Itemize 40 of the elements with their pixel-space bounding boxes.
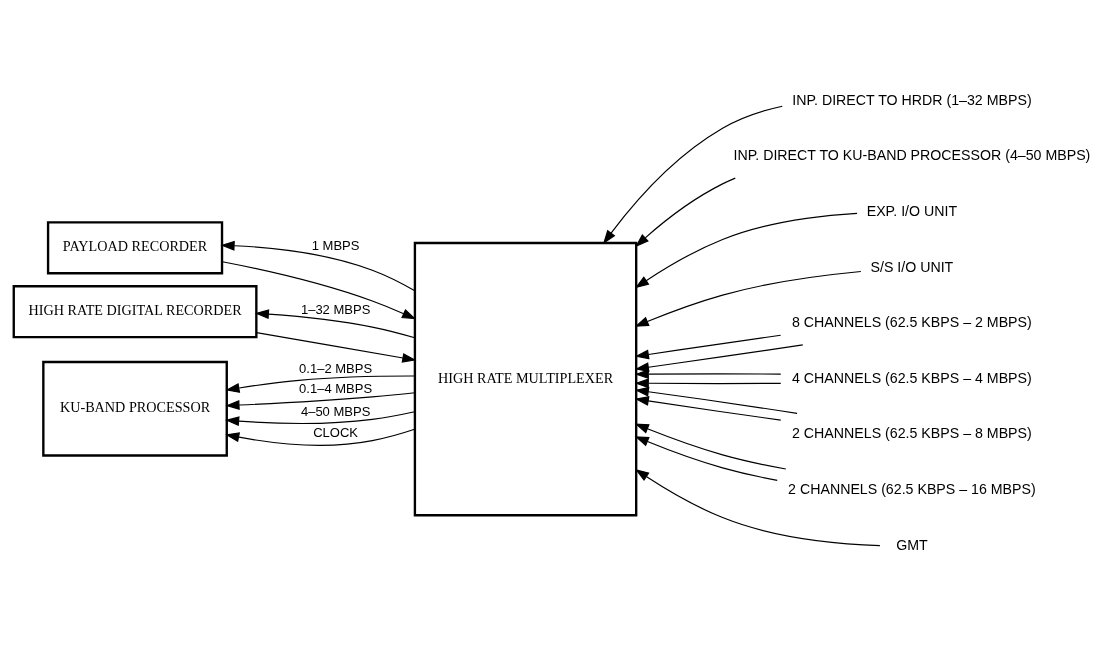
arrow (634, 212, 858, 288)
arrow (225, 410, 416, 426)
arrow (602, 105, 783, 244)
arrow (225, 391, 416, 410)
node-box: HIGH RATE DIGITAL RECORDER (12, 284, 258, 338)
arrow (254, 308, 416, 338)
arrow (634, 368, 782, 379)
arrow (634, 343, 804, 372)
node-text: INP. DIRECT TO KU-BAND PROCESSOR (4–50 MBPS) (733, 146, 1091, 163)
node-box: PAYLOAD RECORDER (46, 220, 224, 274)
arrow (634, 334, 782, 359)
node-text: EXP. I/O UNIT (866, 202, 958, 219)
arrow (225, 374, 416, 393)
node-text: S/S I/O UNIT (870, 258, 954, 275)
arrow (634, 377, 782, 388)
arrow (634, 423, 787, 470)
node-text: GMT (896, 536, 928, 553)
edge-label: CLOCK (313, 424, 359, 440)
node-box: KU-BAND PROCESSOR (42, 360, 228, 457)
arrow (634, 386, 798, 414)
arrow (255, 331, 417, 363)
arrow (634, 468, 881, 546)
node-text: 8 CHANNELS (62.5 KBPS – 2 MBPS) (792, 313, 1032, 330)
arrow (220, 240, 416, 291)
node-box: HIGH RATE MULTIPLEXER (413, 241, 638, 516)
arrow (221, 260, 417, 319)
arrow (634, 395, 782, 421)
edge-label: 0.1–2 MBPS (299, 360, 373, 376)
arrow (225, 428, 416, 446)
arrow (634, 435, 778, 481)
node-text: 4 CHANNELS (62.5 KBPS – 4 MBPS) (792, 369, 1032, 386)
node-text: 2 CHANNELS (62.5 KBPS – 16 MBPS) (788, 480, 1036, 497)
edge-label: 0.1–4 MBPS (299, 380, 373, 396)
edge-label: 1–32 MBPS (300, 301, 371, 317)
arrow (634, 270, 862, 327)
arrow (635, 177, 736, 247)
node-text: 2 CHANNELS (62.5 KBPS – 8 MBPS) (792, 424, 1032, 441)
edge-label: 4–50 MBPS (300, 403, 371, 419)
node-text: INP. DIRECT TO HRDR (1–32 MBPS) (792, 91, 1032, 108)
edge-label: 1 MBPS (311, 237, 360, 253)
